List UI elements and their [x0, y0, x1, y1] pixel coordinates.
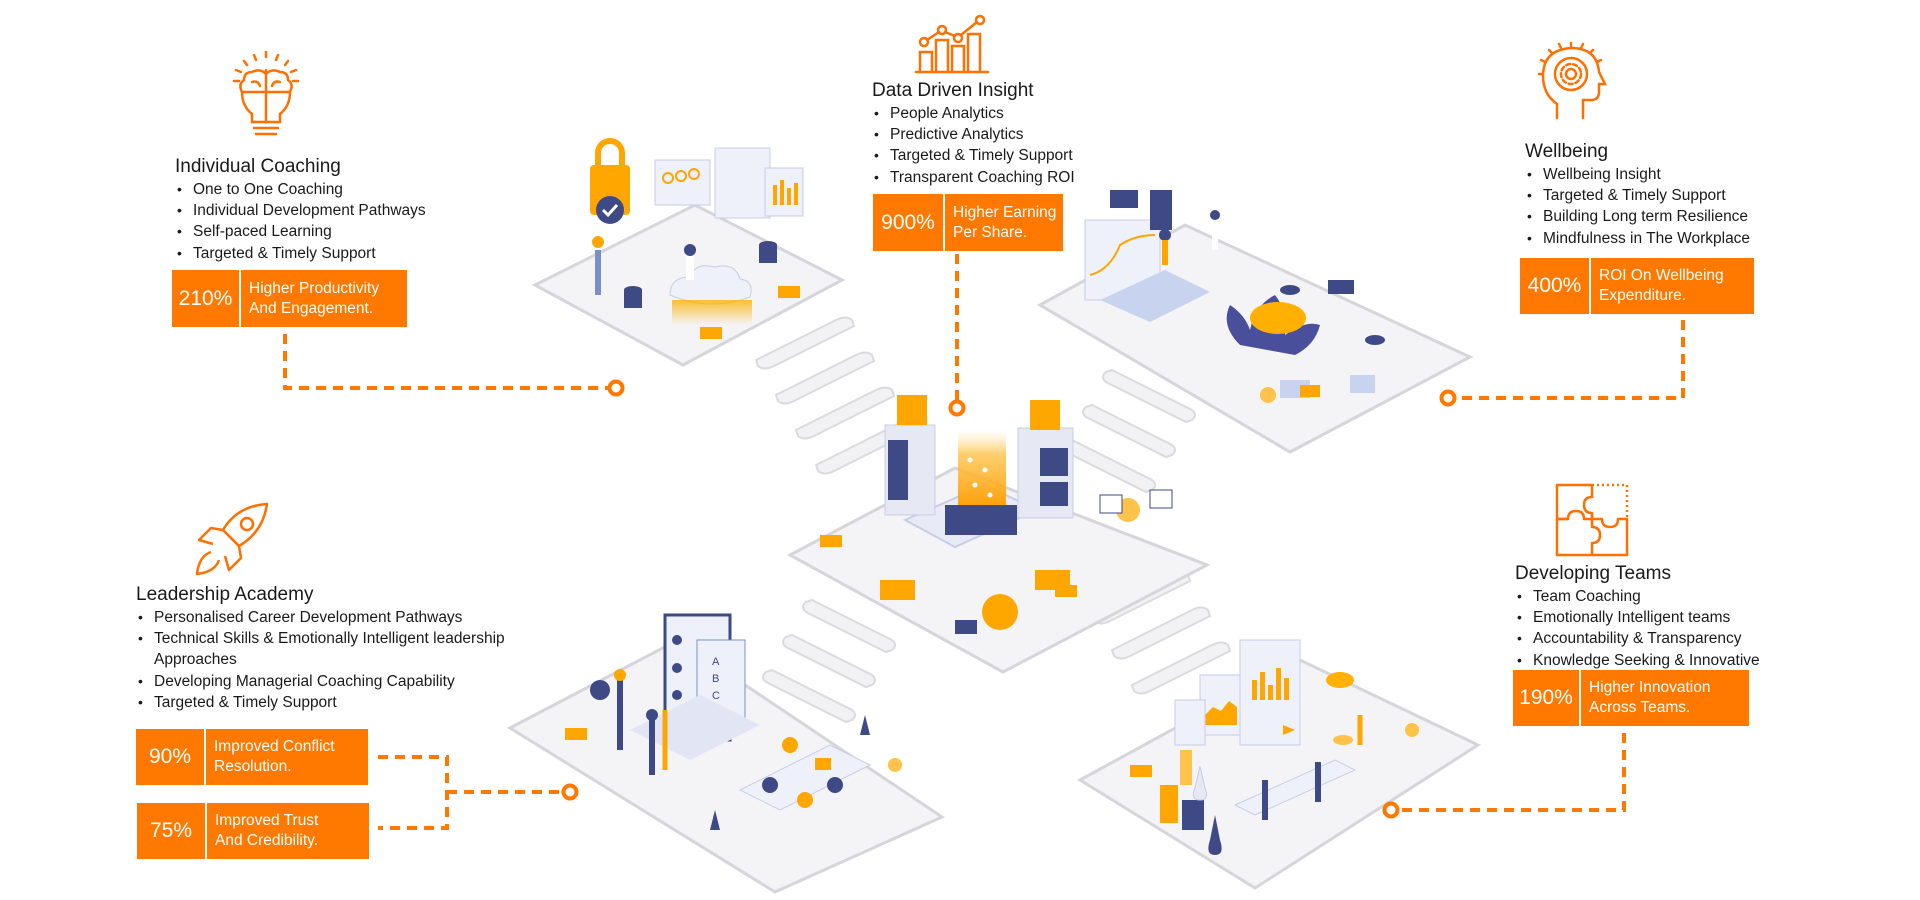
- checkmark-icon: [596, 196, 624, 224]
- stat-value: 900%: [873, 194, 945, 251]
- list-item: Transparent Coaching ROI: [872, 167, 1075, 188]
- chess-piece-icon: [1208, 815, 1222, 855]
- list-item: Targeted & Timely Support: [872, 145, 1075, 166]
- quiz-option-a: A: [712, 656, 720, 668]
- list-item: Targeted & Timely Support: [136, 692, 505, 713]
- stat-label: Improved Conflict Resolution.: [214, 738, 335, 775]
- stat-label: Higher Innovation Across Teams.: [1589, 679, 1711, 716]
- connector-node-wellbeing: [1439, 389, 1457, 407]
- connector-wellbeing: [1455, 320, 1685, 400]
- bullet-list: Personalised Career Development Pathways…: [136, 607, 505, 713]
- list-item: Personalised Career Development Pathways: [136, 607, 505, 628]
- list-item: Emotionally Intelligent teams: [1515, 607, 1760, 628]
- stat-label: ROI On Wellbeing Expenditure.: [1599, 267, 1724, 304]
- stat-value: 90%: [136, 729, 206, 785]
- stat-label: Higher Productivity And Engagement.: [249, 279, 380, 317]
- brain-lightbulb-icon: [232, 50, 300, 136]
- energy-column: [958, 430, 1006, 510]
- stat-badge-developing-teams: 190% Higher Innovation Across Teams.: [1513, 670, 1749, 726]
- stat-badge-data-driven-insight: 900% Higher Earning Per Share.: [873, 194, 1063, 251]
- section-data-driven-insight: Data Driven Insight People Analytics Pre…: [872, 80, 1075, 188]
- list-item: Knowledge Seeking & Innovative: [1515, 650, 1760, 671]
- brain-icon: [982, 594, 1018, 630]
- question-bubble-icon: [590, 680, 610, 700]
- puzzle-icon: [1555, 483, 1629, 557]
- lightning-icon: [1030, 400, 1060, 430]
- connector-node-developing-teams: [1382, 801, 1400, 819]
- lotus-icon: [1226, 295, 1320, 355]
- section-wellbeing: Wellbeing Wellbeing Insight Targeted & T…: [1525, 141, 1750, 249]
- platform-top-right: [1036, 190, 1474, 454]
- connector-node-individual-coaching: [607, 379, 625, 397]
- bullet-list: Team Coaching Emotionally Intelligent te…: [1515, 586, 1760, 671]
- stat-value: 210%: [172, 270, 241, 327]
- platform-bottom-right: [1077, 639, 1482, 890]
- platform-top-left: [531, 138, 846, 367]
- bullet-list: One to One Coaching Individual Developme…: [175, 179, 426, 264]
- list-item: People Analytics: [872, 103, 1075, 124]
- stat-badge-wellbeing: 400% ROI On Wellbeing Expenditure.: [1520, 258, 1754, 314]
- section-title: Leadership Academy: [136, 584, 314, 605]
- section-title: Individual Coaching: [175, 156, 341, 177]
- list-item: Targeted & Timely Support: [1525, 185, 1750, 206]
- stat-value: 75%: [137, 803, 207, 859]
- bar-chart-trend-icon: [914, 14, 990, 74]
- platform-center: [786, 395, 1211, 674]
- bullet-list: People Analytics Predictive Analytics Ta…: [872, 103, 1075, 188]
- list-item: Developing Managerial Coaching Capabilit…: [136, 671, 505, 692]
- stat-label: Improved Trust And Credibility.: [215, 812, 319, 849]
- list-item: Technical Skills & Emotionally Intellige…: [136, 628, 505, 670]
- list-item: Targeted & Timely Support: [175, 243, 426, 264]
- connector-leadership-90: [378, 755, 449, 830]
- stat-value: 400%: [1520, 258, 1591, 314]
- connector-slabs: [754, 316, 1232, 724]
- section-title: Developing Teams: [1515, 563, 1671, 584]
- section-developing-teams: Developing Teams Team Coaching Emotional…: [1515, 563, 1760, 671]
- platform-bottom-left: A B C: [506, 613, 946, 894]
- slab-group-lower-left: [762, 598, 896, 724]
- quiz-option-b: B: [712, 673, 719, 685]
- stat-badge-leadership-trust: 75% Improved Trust And Credibility.: [137, 803, 369, 859]
- connector-developing-teams: [1398, 733, 1626, 812]
- rocket-icon: [195, 502, 269, 576]
- stat-label: Higher Earning Per Share.: [953, 203, 1057, 241]
- list-item: Accountability & Transparency: [1515, 628, 1760, 649]
- stat-value: 190%: [1513, 670, 1581, 726]
- section-individual-coaching: Individual Coaching One to One Coaching …: [175, 156, 426, 264]
- list-item: Predictive Analytics: [872, 124, 1075, 145]
- list-item: Individual Development Pathways: [175, 200, 426, 221]
- pie-chart-icon: [897, 395, 927, 425]
- head-mindfulness-icon: [1537, 42, 1608, 120]
- bullet-list: Wellbeing Insight Targeted & Timely Supp…: [1525, 164, 1750, 249]
- stat-badge-leadership-conflict: 90% Improved Conflict Resolution.: [136, 729, 368, 785]
- list-item: Mindfulness in The Workplace: [1525, 228, 1750, 249]
- list-item: Self-paced Learning: [175, 221, 426, 242]
- list-item: One to One Coaching: [175, 179, 426, 200]
- list-item: Wellbeing Insight: [1525, 164, 1750, 185]
- stat-badge-individual-coaching: 210% Higher Productivity And Engagement.: [172, 270, 407, 327]
- connector-node-data-driven-insight: [948, 399, 966, 417]
- section-leadership-academy: Leadership Academy Personalised Career D…: [136, 584, 505, 713]
- connector-individual-coaching: [283, 334, 609, 390]
- section-title: Wellbeing: [1525, 141, 1609, 162]
- section-title: Data Driven Insight: [872, 80, 1034, 101]
- connector-node-leadership: [561, 783, 579, 801]
- list-item: Team Coaching: [1515, 586, 1760, 607]
- list-item: Building Long term Resilience: [1525, 206, 1750, 227]
- quiz-option-c: C: [712, 690, 720, 702]
